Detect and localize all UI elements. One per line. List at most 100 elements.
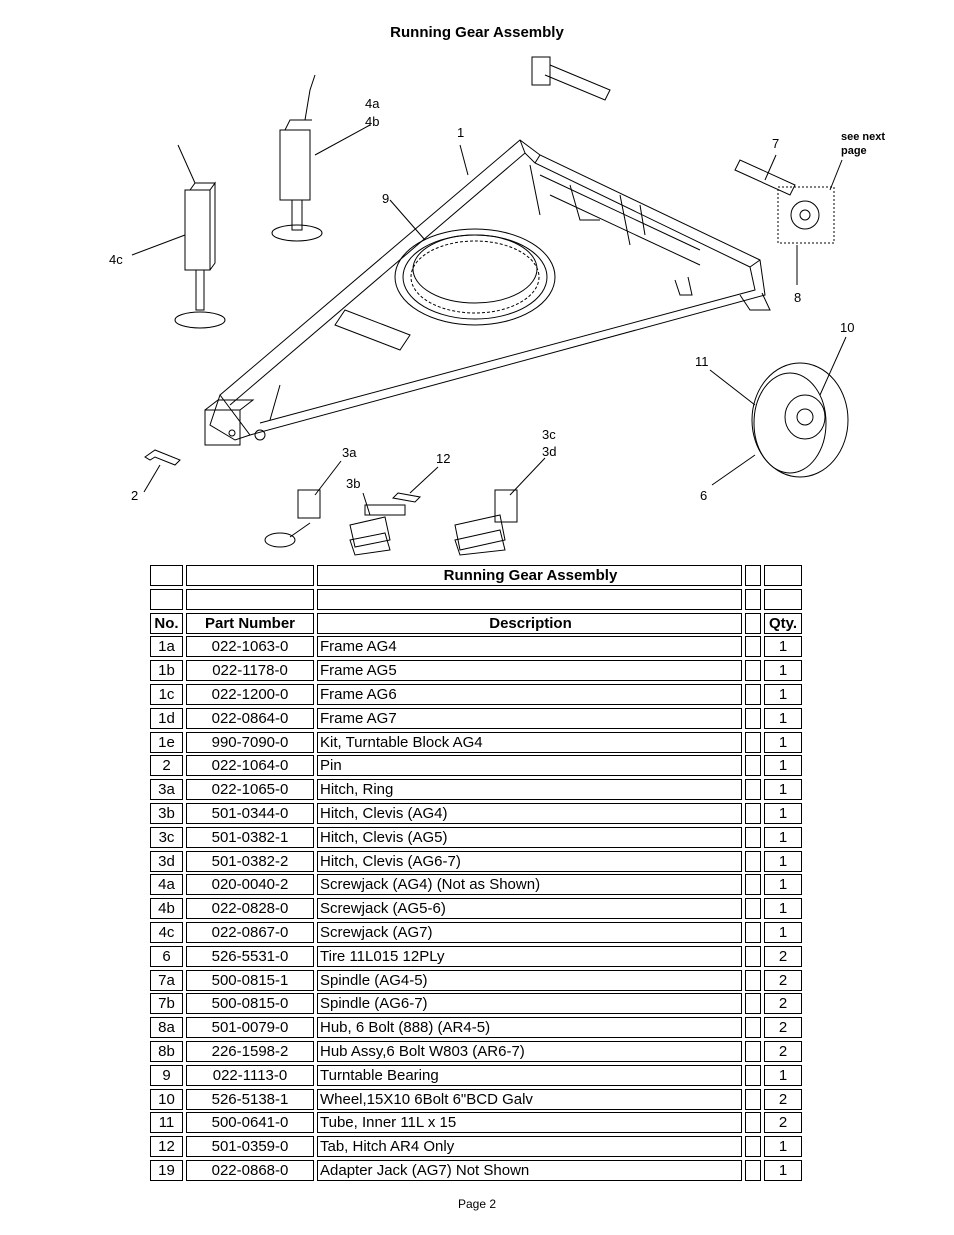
callout-8: 8 — [794, 290, 802, 305]
callout-7: 7 — [772, 136, 780, 151]
quantity: 2 — [764, 1112, 802, 1134]
spindle-hub-7-8 — [734, 159, 835, 244]
quantity: 1 — [764, 802, 802, 824]
row-number: 3c — [150, 826, 183, 848]
blank-cell — [745, 565, 761, 586]
row-number: 3d — [150, 850, 183, 872]
row-number: 1c — [150, 683, 183, 705]
quantity: 2 — [764, 945, 802, 967]
blank-cell — [745, 945, 761, 967]
description: Wheel,15X10 6Bolt 6"BCD Galv — [317, 1088, 742, 1110]
part-number: 022-1178-0 — [186, 660, 314, 682]
quantity: 1 — [764, 874, 802, 896]
callout-1: 1 — [457, 125, 465, 140]
row-number: 12 — [150, 1136, 183, 1158]
description: Hitch, Ring — [317, 779, 742, 801]
description: Tube, Inner 11L x 15 — [317, 1112, 742, 1134]
part-number: 022-1113-0 — [186, 1064, 314, 1086]
blank-cell — [150, 565, 183, 586]
row-number: 2 — [150, 755, 183, 777]
description: Tab, Hitch AR4 Only — [317, 1136, 742, 1158]
blank-cell — [745, 826, 761, 848]
blank-cell — [745, 755, 761, 777]
row-number: 1b — [150, 660, 183, 682]
description: Screwjack (AG4) (Not as Shown) — [317, 874, 742, 896]
part-number: 020-0040-2 — [186, 874, 314, 896]
row-number: 8a — [150, 1017, 183, 1039]
part-number: 022-0867-0 — [186, 921, 314, 943]
part-number: 500-0815-1 — [186, 969, 314, 991]
quantity: 1 — [764, 683, 802, 705]
description: Frame AG7 — [317, 707, 742, 729]
blank-cell — [745, 707, 761, 729]
description: Frame AG5 — [317, 660, 742, 682]
screwjack-4c — [174, 144, 226, 329]
description: Spindle (AG4-5) — [317, 969, 742, 991]
row-number: 7a — [150, 969, 183, 991]
table-spacer-row — [150, 588, 804, 610]
blank-cell — [745, 850, 761, 872]
row-number: 8b — [150, 1040, 183, 1062]
blank-cell — [745, 779, 761, 801]
blank-cell — [745, 612, 761, 634]
hitch-ring-3a — [264, 489, 321, 548]
blank-cell — [764, 588, 802, 610]
description: Pin — [317, 755, 742, 777]
blank-cell — [186, 565, 314, 586]
quantity: 1 — [764, 636, 802, 658]
parts-diagram: 4a 4b 1 9 4c 7 see next page 8 10 11 3c … — [100, 45, 900, 560]
callout-10: 10 — [840, 320, 855, 335]
callout-2: 2 — [131, 488, 139, 503]
row-number: 9 — [150, 1064, 183, 1086]
blank-cell — [745, 993, 761, 1015]
row-number: 6 — [150, 945, 183, 967]
description: Tire 11L015 12PLy — [317, 945, 742, 967]
part-number: 500-0641-0 — [186, 1112, 314, 1134]
blank-cell — [745, 660, 761, 682]
blank-cell — [745, 1136, 761, 1158]
blank-cell — [745, 969, 761, 991]
blank-cell — [745, 898, 761, 920]
blank-cell — [745, 1040, 761, 1062]
description: Hitch, Clevis (AG6-7) — [317, 850, 742, 872]
quantity: 1 — [764, 1064, 802, 1086]
hitch-clevis-3c-3d — [454, 489, 518, 556]
header-qty: Qty. — [764, 612, 802, 634]
quantity: 1 — [764, 921, 802, 943]
spindle-top — [531, 56, 611, 101]
blank-cell — [745, 588, 761, 610]
page-number: Page 2 — [457, 1197, 497, 1211]
part-number: 022-1065-0 — [186, 779, 314, 801]
description: Frame AG6 — [317, 683, 742, 705]
quantity: 2 — [764, 1017, 802, 1039]
row-number: 4c — [150, 921, 183, 943]
assembly-drawing — [131, 56, 849, 556]
header-part-number: Part Number — [186, 612, 314, 634]
part-number: 526-5531-0 — [186, 945, 314, 967]
blank-cell — [764, 565, 802, 586]
see-next-page-note-line2: page — [841, 145, 867, 157]
quantity: 1 — [764, 707, 802, 729]
blank-cell — [745, 921, 761, 943]
blank-cell — [186, 588, 314, 610]
quantity: 2 — [764, 969, 802, 991]
row-number: 19 — [150, 1159, 183, 1181]
description: Hitch, Clevis (AG4) — [317, 802, 742, 824]
quantity: 2 — [764, 1088, 802, 1110]
quantity: 1 — [764, 779, 802, 801]
part-number: 500-0815-0 — [186, 993, 314, 1015]
callout-6: 6 — [700, 488, 708, 503]
blank-cell — [317, 588, 742, 610]
quantity: 1 — [764, 660, 802, 682]
hitch-pin — [144, 449, 181, 466]
blank-cell — [745, 683, 761, 705]
description: Screwjack (AG7) — [317, 921, 742, 943]
callout-3c: 3c — [542, 427, 556, 442]
table-title: Running Gear Assembly — [317, 565, 742, 586]
